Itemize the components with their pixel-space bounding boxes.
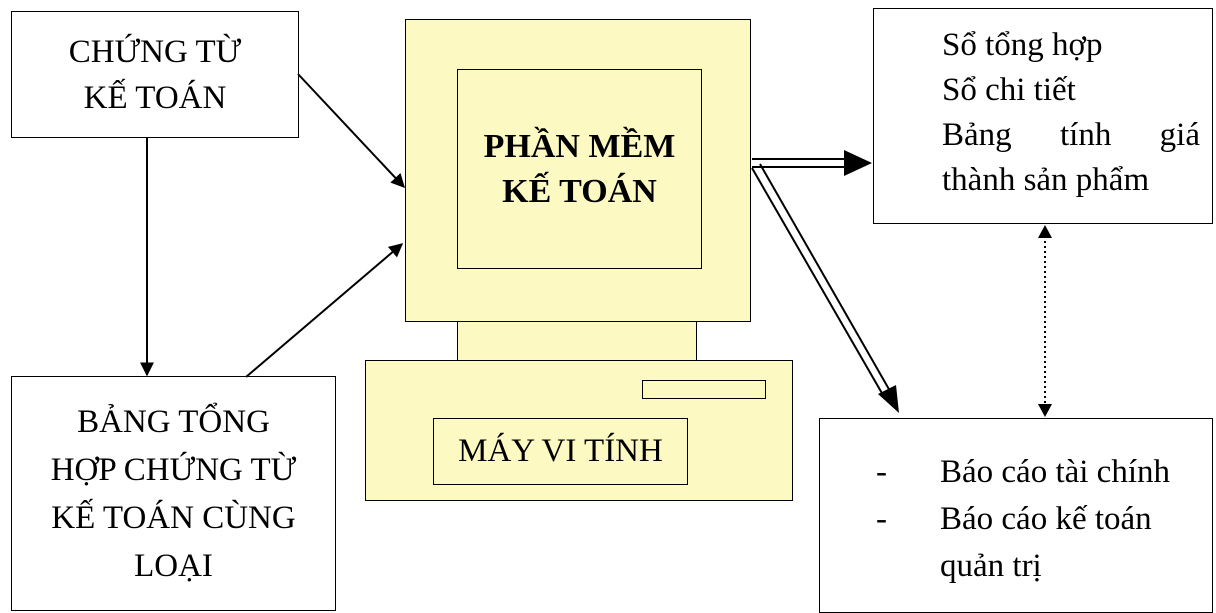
bang-tong-hop-line-3: KẾ TOÁN CÙNG <box>51 494 295 542</box>
may-vi-tinh-label: MÁY VI TÍNH <box>458 433 663 470</box>
dotted-link-so-bao-cao <box>1038 225 1052 417</box>
so-chi-tiet-text: Sổ chi tiết <box>942 68 1200 113</box>
bang-tong-hop-box: BẢNG TỔNG HỢP CHỨNG TỪ KẾ TOÁN CÙNG LOẠI <box>11 376 336 611</box>
chung-tu-ke-toan-box: CHỨNG TỪ KẾ TOÁN <box>11 11 299 138</box>
arrow-chung-tu-to-computer <box>298 74 404 187</box>
quan-tri-text: quản trị <box>940 543 1042 590</box>
chung-tu-line-2: KẾ TOÁN <box>84 75 227 121</box>
word-gia: giá <box>1160 113 1200 158</box>
bao-cao-item-2: - Báo cáo kế toán <box>876 496 1202 543</box>
bao-cao-ke-toan-text: Báo cáo kế toán <box>940 496 1152 543</box>
computer-neck <box>457 321 697 361</box>
word-bang: Bảng <box>942 113 1012 158</box>
bao-cao-box: - Báo cáo tài chính - Báo cáo kế toán qu… <box>819 418 1213 613</box>
bullet-spacer <box>876 543 940 590</box>
so-ke-toan-box: Sổ tổng hợp Sổ chi tiết Bảng tính giá th… <box>873 8 1213 224</box>
software-line-1: PHẦN MỀM <box>484 124 676 169</box>
word-tinh: tính <box>1060 113 1111 158</box>
bang-tinh-gia-line: Bảng tính giá <box>942 113 1200 158</box>
bullet-dash-1: - <box>876 449 940 496</box>
thanh-san-pham-text: thành sản phẩm <box>942 158 1200 203</box>
bao-cao-tai-chinh-text: Báo cáo tài chính <box>940 449 1170 496</box>
bullet-dash-2: - <box>876 496 940 543</box>
bang-tong-hop-line-1: BẢNG TỔNG <box>77 398 270 446</box>
so-tong-hop-text: Sổ tổng hợp <box>942 23 1200 68</box>
bang-tong-hop-line-2: HỢP CHỨNG TỪ <box>51 446 297 494</box>
bao-cao-item-2-cont: quản trị <box>876 543 1202 590</box>
disk-drive-slot <box>642 380 766 399</box>
bang-tong-hop-line-4: LOẠI <box>134 542 213 590</box>
computer-screen: PHẦN MỀM KẾ TOÁN <box>457 69 702 269</box>
chung-tu-line-1: CHỨNG TỪ <box>69 29 242 75</box>
may-vi-tinh-label-box: MÁY VI TÍNH <box>433 418 688 485</box>
software-line-2: KẾ TOÁN <box>502 169 657 214</box>
double-arrow-to-so-ke-toan <box>752 150 872 176</box>
bao-cao-item-1: - Báo cáo tài chính <box>876 449 1202 496</box>
arrow-bang-tong-hop-to-computer <box>246 244 402 377</box>
